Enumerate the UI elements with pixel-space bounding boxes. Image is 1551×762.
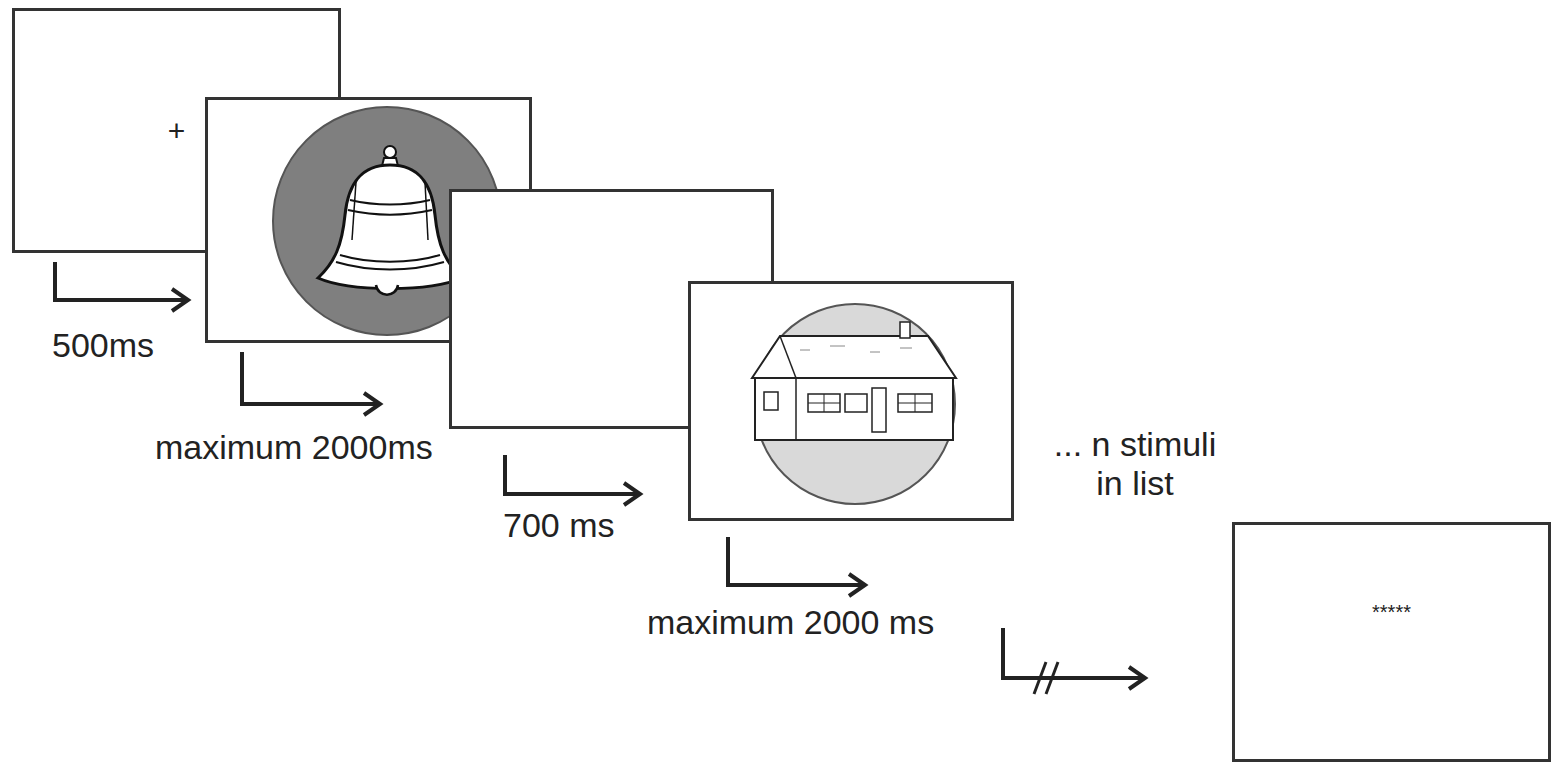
- end-of-list-screen: *****: [1232, 522, 1551, 762]
- list-note: ... n stimuli in list: [1040, 425, 1230, 503]
- duration-label: maximum 2000 ms: [647, 603, 934, 642]
- screen-symbol: *****: [1372, 601, 1411, 624]
- duration-label: 500ms: [52, 326, 154, 365]
- time-break-mark: [1034, 662, 1058, 694]
- fixation-screen: +: [12, 8, 341, 253]
- house-frame: [690, 283, 1013, 520]
- duration-label: maximum 2000ms: [155, 428, 433, 467]
- screen-symbol: +: [168, 114, 186, 148]
- duration-label: 700 ms: [503, 506, 615, 545]
- timing-arrow: [55, 262, 1145, 689]
